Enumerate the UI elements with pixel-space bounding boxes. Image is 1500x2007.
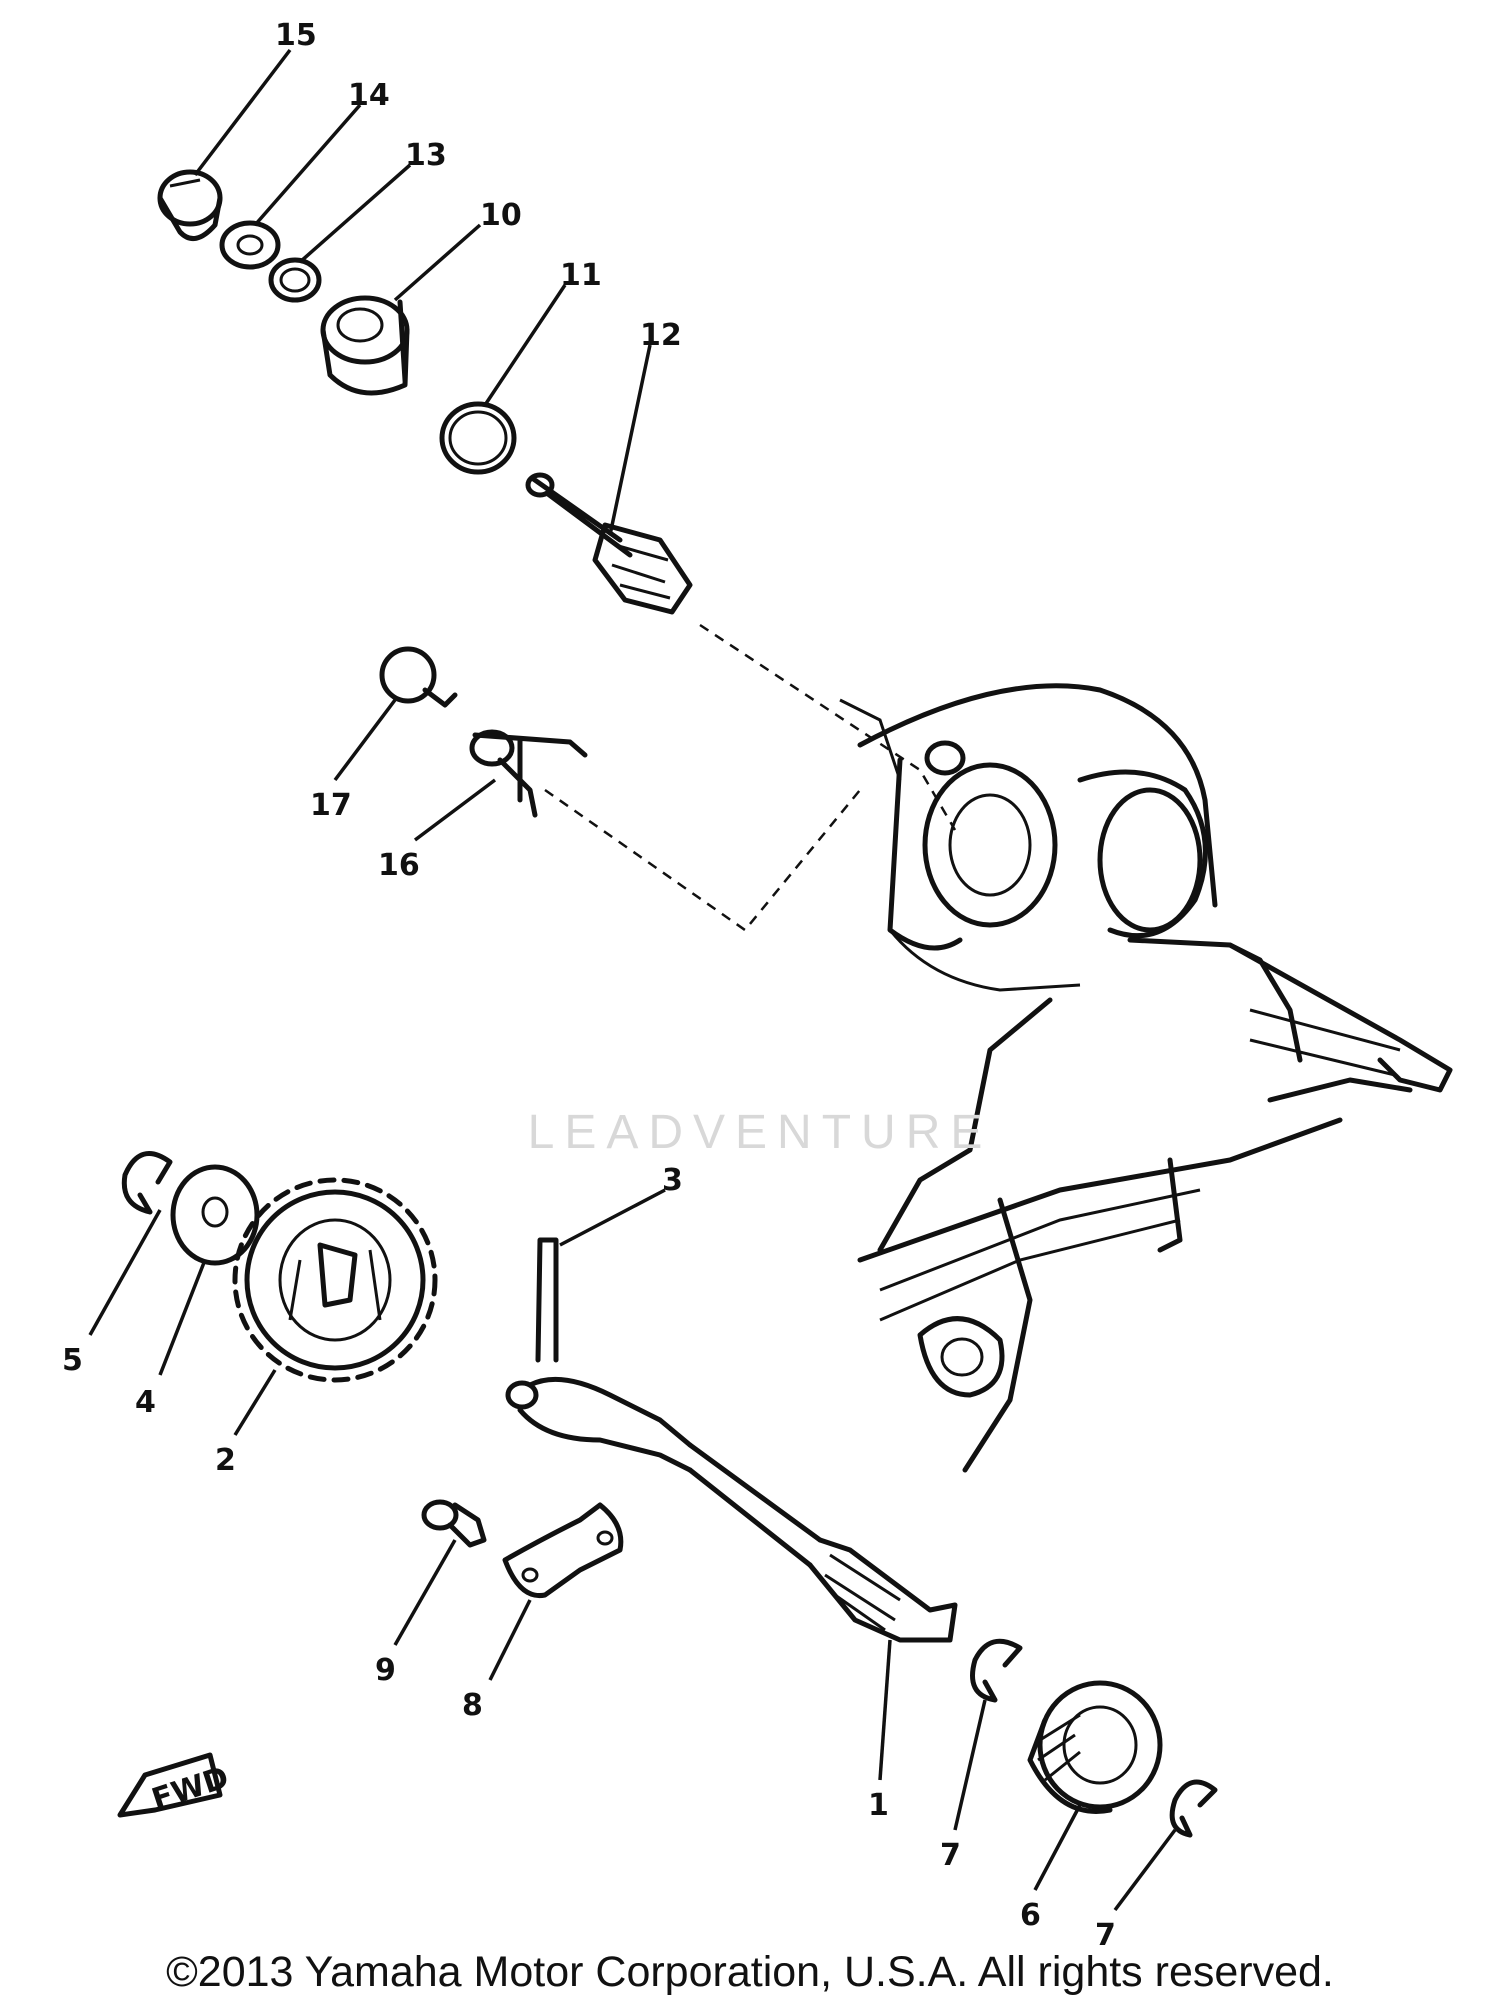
callout-15: 15 — [275, 18, 317, 53]
callout-17: 17 — [310, 788, 352, 823]
fwd-arrow-icon: FWD — [117, 1752, 233, 1818]
part-17 — [379, 646, 458, 708]
callout-3: 3 — [662, 1163, 683, 1198]
callout-6: 6 — [1020, 1898, 1041, 1933]
callout-11: 11 — [560, 258, 602, 293]
callout-4: 4 — [135, 1385, 156, 1420]
part-9 — [421, 1499, 487, 1548]
callout-2: 2 — [215, 1443, 236, 1478]
part-12 — [525, 472, 693, 615]
callout-13: 13 — [405, 138, 447, 173]
part-8 — [502, 1502, 624, 1599]
part-6 — [1027, 1680, 1163, 1814]
callout-10: 10 — [480, 198, 522, 233]
part-7a — [970, 1638, 1023, 1703]
watermark: LEADVENTURE — [527, 1106, 993, 1159]
part-13 — [268, 257, 322, 303]
callout-7a: 7 — [940, 1838, 961, 1873]
part-4 — [170, 1164, 260, 1266]
callout-12: 12 — [640, 318, 682, 353]
part-10 — [320, 295, 410, 396]
callout-9: 9 — [375, 1653, 396, 1688]
part-15 — [157, 169, 223, 242]
callout-5: 5 — [62, 1343, 83, 1378]
engine-case — [839, 683, 1453, 1473]
callout-1: 1 — [868, 1788, 889, 1823]
part-1 — [505, 1376, 958, 1643]
part-11 — [439, 401, 517, 475]
part-5 — [121, 1151, 173, 1215]
part-2 — [232, 1177, 438, 1383]
callout-7b: 7 — [1095, 1918, 1116, 1953]
part-7b — [1169, 1779, 1218, 1838]
part-14 — [219, 220, 281, 270]
callout-14: 14 — [348, 78, 390, 113]
leader-lines — [88, 48, 1177, 1912]
copyright-notice: ©2013 Yamaha Motor Corporation, U.S.A. A… — [166, 1948, 1334, 1996]
callout-16: 16 — [378, 848, 420, 883]
part-3 — [535, 1237, 559, 1363]
part-16 — [469, 729, 588, 818]
callout-8: 8 — [462, 1688, 483, 1723]
